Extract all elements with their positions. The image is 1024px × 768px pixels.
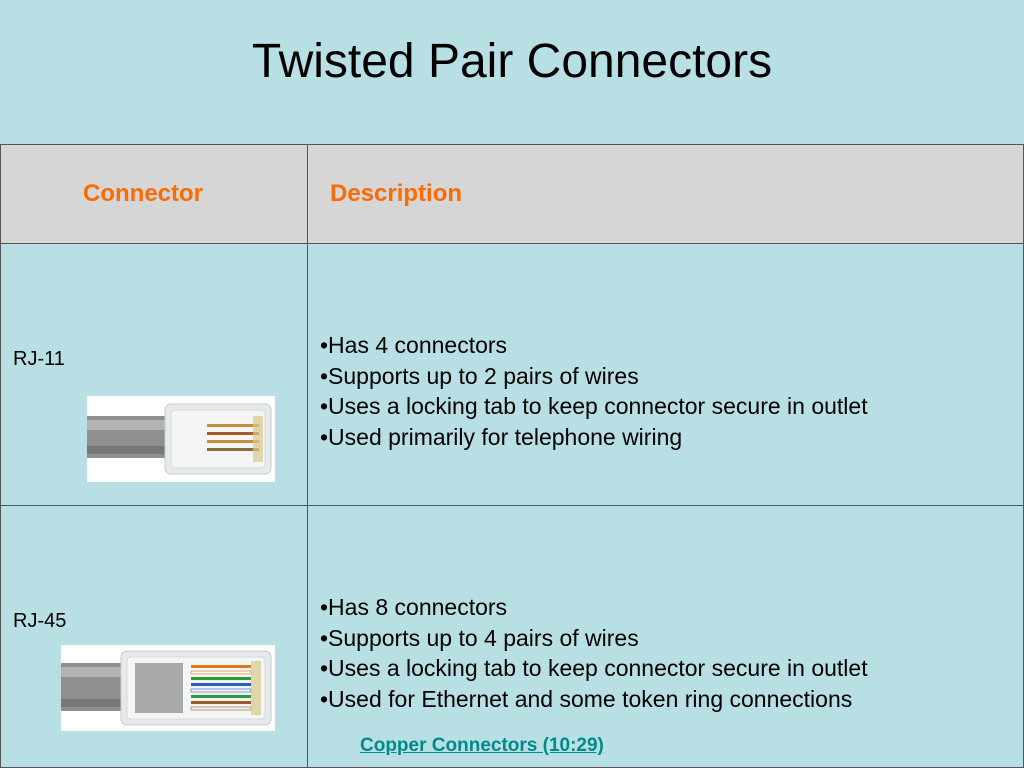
rj45-connector-image [61, 645, 275, 731]
slide-title: Twisted Pair Connectors [251, 35, 773, 88]
copper-connectors-video-link[interactable]: Copper Connectors (10:29) [360, 735, 604, 756]
list-item: •Used for Ethernet and some token ring c… [320, 685, 853, 712]
description-cell: •Has 8 connectors •Supports up to 4 pair… [307, 505, 1024, 768]
connector-name: RJ-11 [13, 348, 65, 370]
table-row-rj11: RJ-11 •Has 4 connector [0, 243, 1024, 506]
table-header-row: Connector Description [0, 144, 1024, 244]
connector-cell: RJ-11 [0, 243, 308, 506]
connector-name: RJ-45 [13, 610, 67, 632]
list-item: •Supports up to 2 pairs of wires [320, 362, 639, 389]
list-item: •Used primarily for telephone wiring [320, 423, 683, 450]
list-item: •Uses a locking tab to keep connector se… [320, 393, 868, 419]
description-cell: •Has 4 connectors •Supports up to 2 pair… [307, 243, 1024, 506]
description-list: •Has 8 connectors •Supports up to 4 pair… [320, 592, 868, 714]
column-header-description: Description [307, 144, 1024, 244]
column-header-connector: Connector [0, 144, 308, 244]
list-item: •Supports up to 4 pairs of wires [320, 624, 639, 651]
table-row-rj45: RJ-45 [0, 505, 1024, 768]
description-list: •Has 4 connectors •Supports up to 2 pair… [320, 330, 868, 452]
list-item: •Uses a locking tab to keep connector se… [320, 655, 868, 681]
list-item: •Has 8 connectors [320, 594, 508, 620]
list-item: •Has 4 connectors [320, 332, 508, 358]
rj11-connector-image [87, 396, 275, 482]
connector-table: Connector Description RJ-11 [0, 144, 1024, 768]
connector-cell: RJ-45 [0, 505, 308, 768]
